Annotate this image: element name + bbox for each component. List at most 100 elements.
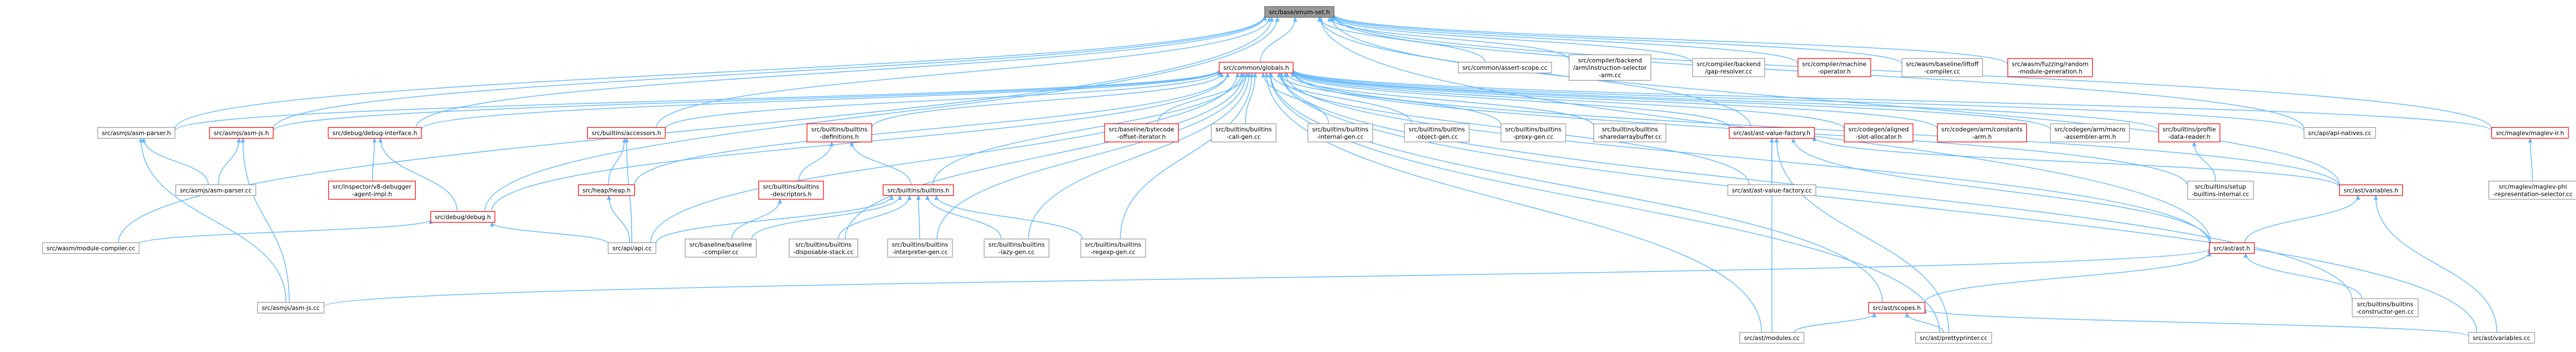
file-node-n8[interactable]: src/asmjs/asm-parser.h: [97, 127, 175, 139]
file-node-n37[interactable]: src/api/api.cc: [608, 242, 656, 254]
edge-arrowhead: [607, 195, 611, 200]
file-node-n45[interactable]: src/ast/scopes.h: [1868, 301, 1926, 314]
edge-arrowhead: [1872, 312, 1877, 317]
file-node-n47[interactable]: src/ast/modules.cc: [1739, 332, 1805, 344]
edge-arrowhead: [139, 137, 144, 143]
file-node-n4[interactable]: src/compiler/backend/gap-resolver.cc: [1692, 58, 1766, 77]
file-node-n35[interactable]: src/maglev/maglev-phi-representation-sel…: [2488, 181, 2576, 200]
file-node-label: src/ast/prettyprinter.cc: [1920, 335, 1988, 342]
file-node-box: [328, 127, 422, 139]
file-node-n27[interactable]: src/inspector/v8-debugger-agent-impl.h: [328, 181, 416, 200]
edge-arrowhead: [1217, 70, 1222, 76]
dependency-edge: [273, 69, 1222, 131]
file-node-n7[interactable]: src/wasm/fuzzing/random-module-generatio…: [2007, 58, 2093, 77]
edge-arrowhead: [1268, 72, 1273, 77]
file-node-n3[interactable]: src/compiler/backend/arm/instruction-sel…: [1569, 54, 1651, 81]
edge-arrowhead: [1279, 72, 1283, 77]
file-node-n19[interactable]: src/ast/ast-value-factory.h: [1729, 127, 1815, 139]
file-node-n48[interactable]: src/ast/prettyprinter.cc: [1915, 332, 1992, 344]
dependency-edge: [1279, 72, 2477, 333]
file-node-box: [1727, 184, 1817, 196]
edge-line: [174, 69, 1220, 131]
file-node-n5[interactable]: src/compiler/machine-operator.h: [1797, 58, 1871, 77]
file-node-n16[interactable]: src/builtins/builtins-object-gen.cc: [1404, 123, 1470, 143]
file-node-label: -definitions.h: [820, 134, 859, 141]
file-node-label: src/builtins/builtins: [1085, 242, 1141, 249]
dependency-edge: [174, 69, 1222, 131]
file-node-box: [430, 211, 496, 223]
dependency-edge: [240, 137, 290, 303]
file-node-n46[interactable]: src/builtins/builtins-constructor-gen.cc: [2352, 298, 2419, 317]
file-node-n22[interactable]: src/codegen/arm/macro-assembler-arm.h: [2050, 123, 2130, 143]
file-node-n34[interactable]: src/ast/variables.h: [2339, 184, 2403, 196]
edge-arrowhead: [2192, 141, 2197, 146]
edge-line: [918, 195, 921, 240]
file-node-n26[interactable]: src/asmjs/asm-parser.cc: [175, 184, 257, 196]
edge-line: [1293, 70, 2051, 130]
edge-arrowhead: [1225, 72, 1230, 77]
file-node-n10[interactable]: src/debug/debug-interface.h: [328, 127, 422, 139]
file-node-n21[interactable]: src/codegen/arm/constants-arm.h: [1937, 123, 2027, 143]
file-node-n15[interactable]: src/builtins/builtins-internal-gen.cc: [1307, 123, 1373, 143]
file-node-n24[interactable]: src/api/api-natives.cc: [2303, 127, 2376, 139]
file-node-box: [209, 127, 274, 139]
file-node-n31[interactable]: src/builtins/builtins.h: [883, 184, 954, 196]
file-node-n18[interactable]: src/builtins/builtins-sharedarraybuffer.…: [1593, 123, 1667, 143]
file-node-n33[interactable]: src/builtins/setup-builtins-internal.cc: [2187, 181, 2254, 200]
file-node-n39[interactable]: src/builtins/builtins-disposable-stack.c…: [788, 238, 859, 258]
file-node-label: -compiler.cc: [1924, 69, 1960, 76]
file-node-n2[interactable]: src/common/assert-scope.cc: [1458, 61, 1552, 74]
dependency-edge: [1291, 69, 2493, 132]
file-node-n13[interactable]: src/baseline/bytecode-offset-iterator.h: [1104, 123, 1179, 143]
file-node-n11[interactable]: src/builtins/accessors.h: [587, 127, 666, 139]
file-node-label: src/api/api-natives.cc: [2308, 130, 2372, 137]
dependency-edge: [1774, 137, 1950, 333]
file-node-n42[interactable]: src/builtins/builtins-regexp-gen.cc: [1080, 238, 1146, 258]
file-node-label: -agent-impl.h: [352, 191, 392, 198]
file-node-n1[interactable]: src/common/globals.h: [1219, 61, 1294, 74]
file-node-n49[interactable]: src/ast/variables.cc: [2468, 332, 2535, 344]
file-node-n14[interactable]: src/builtins/builtins-call-gen.cc: [1211, 123, 1277, 143]
edge-arrowhead: [624, 137, 629, 143]
file-node-box: [175, 184, 257, 196]
file-node-label: -proxy-gen.cc: [1513, 134, 1554, 141]
file-node-label: src/compiler/backend: [1697, 61, 1760, 68]
file-node-n20[interactable]: src/codegen/aligned-slot-allocator.h: [1843, 123, 1914, 143]
file-node-box: [883, 184, 954, 196]
dependency-edge: [1028, 72, 1252, 240]
dependency-edge: [751, 195, 902, 240]
dependency-edge: [2528, 137, 2533, 182]
dependency-edge: [1332, 14, 2009, 65]
file-node-box: [257, 301, 325, 314]
file-node-box: [1404, 123, 1470, 143]
file-node-n0[interactable]: src/base/enum-set.h: [1264, 6, 1335, 18]
file-node-box: [1739, 332, 1805, 344]
edge-line: [1285, 73, 2210, 244]
file-node-n23[interactable]: src/builtins/profile-data-reader.h: [2158, 123, 2220, 143]
file-node-n9[interactable]: src/asmjs/asm-js.h: [209, 127, 274, 139]
file-node-label: src/asmjs/asm-js.cc: [262, 305, 320, 312]
file-node-n30[interactable]: src/builtins/builtins-descriptors.h: [758, 181, 824, 200]
edge-line: [118, 17, 1273, 243]
file-node-n6[interactable]: src/wasm/baseline/liftoff-compiler.cc: [1901, 58, 1983, 77]
file-node-n43[interactable]: src/ast/ast.h: [2209, 242, 2255, 254]
file-node-n44[interactable]: src/asmjs/asm-js.cc: [257, 301, 325, 314]
file-node-n25[interactable]: src/maglev/maglev-ir.h: [2491, 127, 2569, 139]
file-node-n40[interactable]: src/builtins/builtins-interpreter-gen.cc: [887, 238, 953, 258]
file-node-label: src/builtins/builtins: [892, 242, 948, 249]
file-node-n38[interactable]: src/baseline/baseline-compiler.cc: [684, 238, 757, 258]
edge-line: [415, 16, 1265, 128]
file-node-n36[interactable]: src/wasm/module-compiler.cc: [42, 242, 140, 254]
file-node-label: -builtins-internal.cc: [2192, 191, 2249, 198]
edge-line: [1924, 308, 2469, 337]
dependency-edge: [798, 141, 834, 182]
file-node-label: -offset-iterator.h: [1117, 134, 1166, 141]
file-node-n29[interactable]: src/heap/heap.h: [578, 184, 635, 196]
file-node-n12[interactable]: src/builtins/builtins-definitions.h: [806, 123, 872, 143]
file-node-n32[interactable]: src/ast/ast-value-factory.cc: [1727, 184, 1817, 196]
file-node-box: [1500, 123, 1566, 143]
file-node-n41[interactable]: src/builtins/builtins-lazy-gen.cc: [984, 238, 1049, 258]
file-node-n28[interactable]: src/debug/debug.h: [430, 211, 496, 223]
file-node-n17[interactable]: src/builtins/builtins-proxy-gen.cc: [1500, 123, 1566, 143]
dependency-edge: [1905, 312, 1944, 333]
